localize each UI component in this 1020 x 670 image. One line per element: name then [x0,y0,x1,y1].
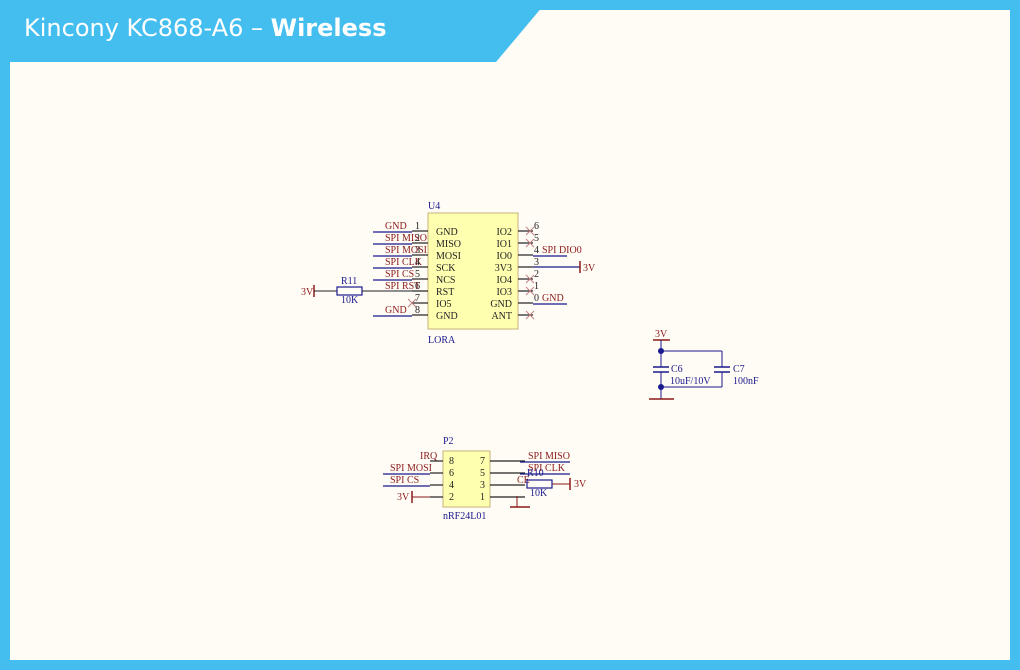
pin-name-gnd: GND [436,311,458,322]
nrf-pins: 8 7 IRQ SPI MISO 6 5 SPI MOSI SPI CLK 4 3 SPI CS CE… [383,451,570,503]
pin-number: 3 [534,257,539,268]
r10-value: 10K [530,488,548,499]
net-label: SPI MOSI [385,245,427,256]
nrf-name: nRF24L01 [443,511,486,522]
pin-number: 3 [415,245,420,256]
junction-top [658,348,664,354]
net-label: IRQ [420,451,438,462]
net-label: SPI MOSI [390,463,432,474]
net-label: SPI CS [385,269,414,280]
pin-name-miso: MISO [436,239,461,250]
r11-value: 10K [341,295,359,306]
no-connect-icon [525,274,535,284]
pin-number: 5 [480,468,485,479]
net-label: 3V [583,263,596,274]
r11-body [336,286,363,296]
pin-name-io0: IO0 [496,251,512,262]
c7-value: 100nF [733,376,759,387]
net-label: SPI CLK [528,463,566,474]
no-connect-icon [407,298,417,308]
title-bold: Wireless [270,14,387,42]
no-connect-icon [525,310,535,320]
pin-number: 6 [534,221,539,232]
pin-number: 2 [534,269,539,280]
junction-bottom [658,384,664,390]
no-connect-icon [525,238,535,248]
pin-name-gnd: GND [436,227,458,238]
net-label: SPI CLK [385,257,423,268]
pin-number: 1 [534,281,539,292]
r11-supply-label: 3V [301,287,314,298]
pin-name-ant: ANT [491,311,512,322]
pin-name-mosi: MOSI [436,251,461,262]
net-label: SPI MISO [385,233,427,244]
pin-name-io2: IO2 [496,227,512,238]
pin-number: 4 [415,257,420,268]
pin-name-io1: IO1 [496,239,512,250]
net-label: GND [385,305,407,316]
r10-designator: R10 [527,468,544,479]
net-label: SPI RST [385,281,420,292]
lora-designator: U4 [428,201,440,212]
pin-name-gnd: GND [490,299,512,310]
pin-number: 5 [415,269,420,280]
c7-designator: C7 [733,364,745,375]
cap-supply-label: 3V [655,329,668,340]
pin-number: 5 [534,233,539,244]
r11-pullup[interactable]: 3V R11 10K [301,276,428,306]
pin-number: 7 [480,456,485,467]
title-prefix: Kincony KC868-A6 – [24,14,271,42]
pin-number: 6 [415,281,420,292]
pin-name-io4: IO4 [496,275,512,286]
pin-number: 2 [449,492,454,503]
title-banner-shape [0,0,548,62]
net-label: SPI CS [390,475,419,486]
net-label: GND [542,293,564,304]
pin-name-ncs: NCS [436,275,455,286]
pin-number: 2 [415,233,420,244]
pin-name-3v3: 3V3 [495,263,512,274]
pin-number: 8 [415,305,420,316]
lora-name: LORA [428,335,456,346]
page-title: Kincony KC868-A6 – Wireless [24,14,387,42]
pin-number: 0 [534,293,539,304]
no-connect-icon [525,226,535,236]
pin-name-io5: IO5 [436,299,452,310]
r10-body [526,479,553,489]
pin-number: 1 [415,221,420,232]
pin-number: 3 [480,480,485,491]
pin-number: 7 [415,293,420,304]
schematic-canvas [10,10,1010,660]
net-label: SPI MISO [528,451,570,462]
pin-number: 4 [534,245,539,256]
net-label: GND [385,221,407,232]
r10-supply-label: 3V [574,479,587,490]
r11-designator: R11 [341,276,357,287]
c6-designator: C6 [671,364,683,375]
lora-body [427,212,519,330]
pin-number: 4 [449,480,454,491]
net-label: SPI DIO0 [542,245,582,256]
pin-number: 8 [449,456,454,467]
no-connect-icon [525,286,535,296]
pin-number: 6 [449,468,454,479]
nrf-body [442,450,491,508]
pin-number: 1 [480,492,485,503]
net-label: 3V [397,492,410,503]
pin-name-sck: SCK [436,263,456,274]
c6-value: 10uF/10V [670,376,711,387]
net-label: CE [517,475,530,486]
pin-name-io3: IO3 [496,287,512,298]
decoupling-caps[interactable]: 3V C6 10uF/10V C7 100nF [649,329,759,400]
title-banner: Kincony KC868-A6 – Wireless [0,0,560,62]
pin-name-rst: RST [436,287,454,298]
nrf-designator: P2 [443,436,454,447]
